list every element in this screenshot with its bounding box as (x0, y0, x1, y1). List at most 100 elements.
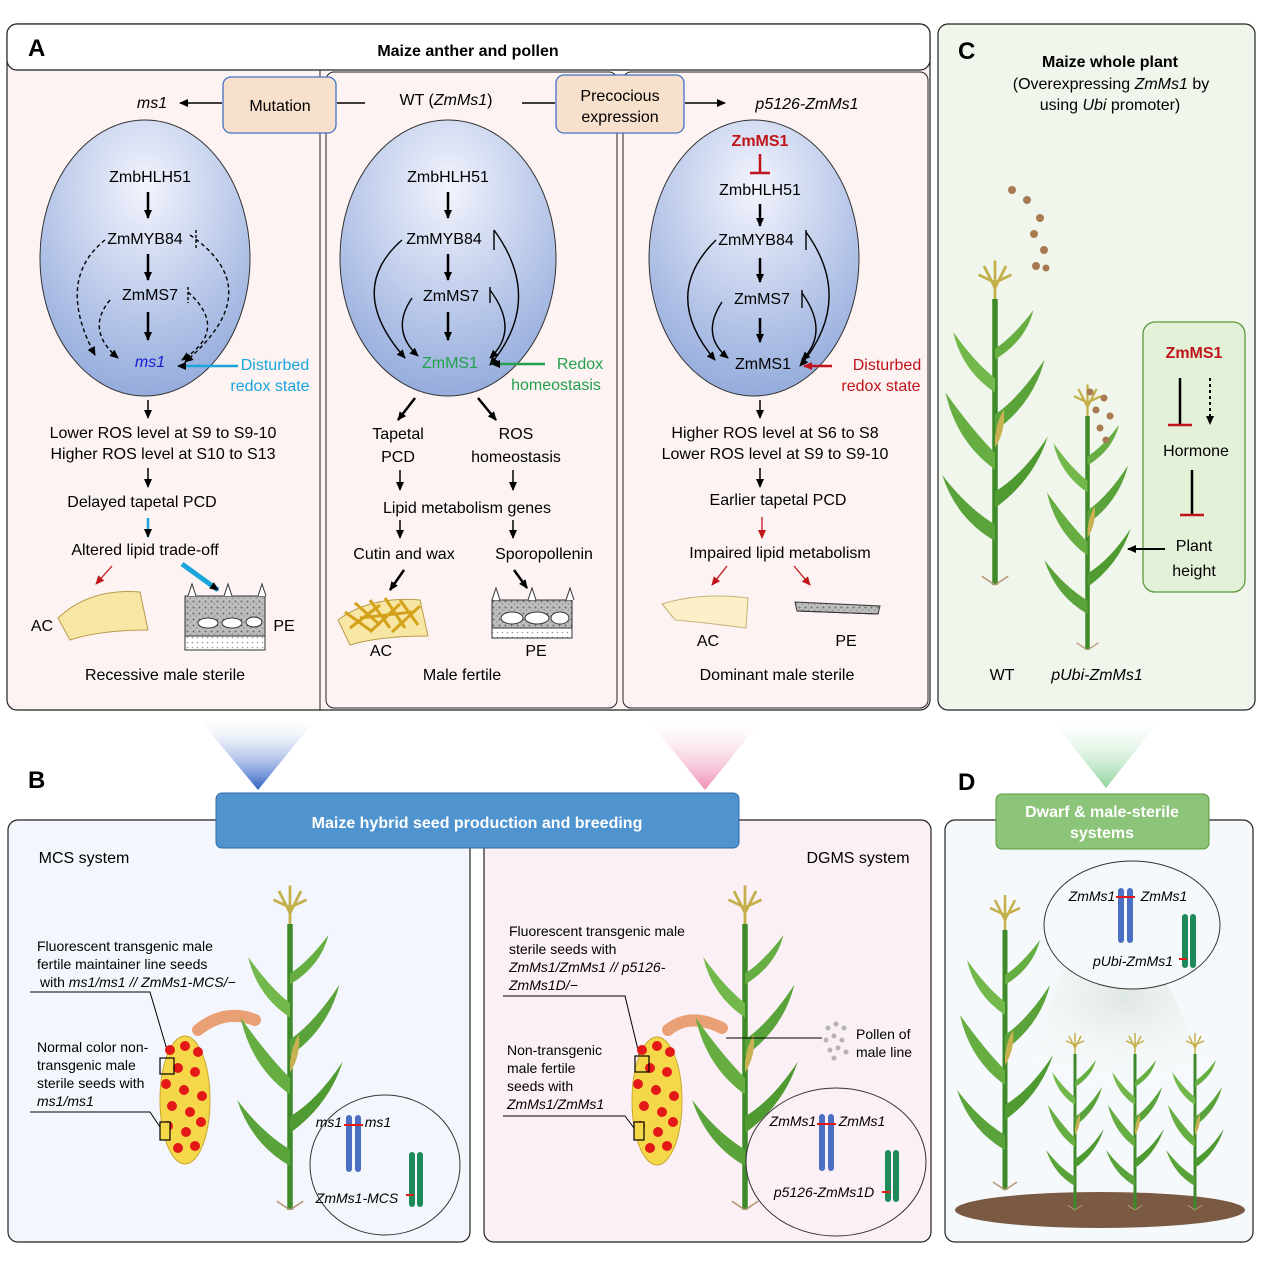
mcs-label2-line3: sterile seeds with (37, 1075, 144, 1091)
middle-ros-2: homeostasis (471, 449, 561, 466)
panel-b-banner (215, 792, 740, 849)
hormone-label: Hormone (1163, 443, 1229, 460)
soil-bed (955, 1192, 1245, 1228)
right-pe-label: PE (835, 633, 856, 650)
left-flow-1: Lower ROS level at S9 to S9-10 (50, 425, 277, 442)
panel-d-banner-line1: Dwarf & male-sterile (1025, 804, 1179, 821)
right-gene-3: ZmMS7 (734, 291, 790, 308)
middle-cutin: Cutin and wax (353, 546, 454, 563)
pollen-label-line2: male line (856, 1044, 912, 1060)
middle-arrow-label-1: Redox (557, 356, 603, 373)
dgms-green-chromosome (882, 1150, 899, 1202)
mcs-blue-chromosome (344, 1115, 363, 1172)
dgms-chrom-bottom: p5126-ZmMs1D (773, 1184, 874, 1200)
plant-height-line2: height (1172, 563, 1216, 580)
left-arrow-label-1: Disturbed (241, 357, 309, 374)
dgms-chrom-left: ZmMs1 (769, 1113, 817, 1129)
hormone-box (1142, 321, 1246, 593)
dgms-chromosome-bubble (745, 1087, 927, 1237)
hormone-box-gene: ZmMS1 (1166, 345, 1223, 362)
dgms-chrom-right: ZmMs1 (838, 1113, 886, 1129)
dgms-label2-line4: ZmMs1/ZmMs1 (506, 1096, 604, 1112)
right-flow-1: Higher ROS level at S6 to S8 (671, 425, 878, 442)
left-ac-layer (57, 591, 149, 641)
pollen-dots (823, 1021, 849, 1061)
panel-d-chrom-left: ZmMs1 (1068, 888, 1116, 904)
panel-c-sub2: using Ubi promoter) (1040, 97, 1181, 114)
dgms-label1-line3: ZmMs1/ZmMs1 // p5126- (508, 959, 666, 975)
funnel-green (1052, 720, 1160, 788)
right-gene-zmms1: ZmMS1 (735, 356, 791, 373)
left-footer: Recessive male sterile (85, 667, 245, 684)
precocious-box (555, 74, 685, 134)
middle-tapetal-2: PCD (381, 449, 415, 466)
panel-c-letter: C (958, 38, 975, 65)
pollen-grains-c (1008, 186, 1114, 444)
dgms-label2-line1: Non-transgenic (507, 1042, 602, 1058)
right-gene-1: ZmbHLH51 (719, 182, 801, 199)
dgms-harvest-arrow (662, 1014, 728, 1036)
dgms-label2-line2: male fertile (507, 1060, 576, 1076)
left-pe-layer (184, 595, 266, 637)
mcs-title: MCS system (39, 850, 130, 867)
precocious-line2: expression (581, 109, 658, 126)
mcs-corn-ear (159, 1035, 211, 1165)
left-gene-ms1: ms1 (135, 354, 165, 371)
middle-lipid: Lipid metabolism genes (383, 500, 551, 517)
right-top-gene: ZmMS1 (732, 133, 789, 150)
right-arrow-label-1: Disturbed (853, 357, 921, 374)
mutation-label: Mutation (249, 98, 310, 115)
panel-d-letter: D (958, 769, 975, 796)
middle-ac-label: AC (370, 643, 392, 660)
panel-b-banner-text: Maize hybrid seed production and breedin… (312, 815, 643, 832)
middle-tapetal-1: Tapetal (372, 426, 424, 443)
left-arrow-label-2: redox state (230, 378, 309, 395)
panel-a-title-bar (6, 23, 931, 71)
dgms-corn-ear (631, 1036, 683, 1166)
right-ac-label: AC (697, 633, 719, 650)
dgms-label1-line2: sterile seeds with (509, 941, 616, 957)
mcs-chrom-right: ms1 (365, 1114, 391, 1130)
panel-d-blue-chromosome (1116, 888, 1135, 943)
dgms-label1-line4: ZmMs1D/− (508, 977, 578, 993)
mcs-label2-line2: transgenic male (37, 1057, 136, 1073)
mcs-chrom-left: ms1 (316, 1114, 342, 1130)
panel-d-chrom-bottom: pUbi-ZmMs1 (1092, 953, 1173, 969)
funnel-pink (648, 720, 762, 790)
right-cell-ellipse (648, 119, 860, 397)
left-flow-3: Delayed tapetal PCD (67, 494, 216, 511)
mcs-label1-line2: fertile maintainer line seeds (37, 956, 207, 972)
mcs-label1-line1: Fluorescent transgenic male (37, 938, 213, 954)
middle-pe-label: PE (525, 643, 546, 660)
panel-a-letter: A (28, 35, 45, 62)
p5126-label: p5126-ZmMs1 (754, 96, 858, 113)
mcs-label2-line4: ms1/ms1 (37, 1093, 94, 1109)
dgms-label1-line1: Fluorescent transgenic male (509, 923, 685, 939)
panel-d-banner-line2: systems (1070, 825, 1134, 842)
right-arrow-label-2: redox state (841, 378, 920, 395)
middle-arrow-label-2: homeostasis (511, 377, 601, 394)
right-footer: Dominant male sterile (700, 667, 855, 684)
mutation-box (222, 76, 337, 134)
panel-c-title: Maize whole plant (1042, 54, 1179, 71)
panel-b-letter: B (28, 767, 45, 794)
middle-gene-zmms1: ZmMS1 (422, 355, 478, 372)
left-cell-ellipse (39, 119, 251, 397)
right-gene-2: ZmMYB84 (718, 232, 794, 249)
left-gene-2: ZmMYB84 (107, 231, 183, 248)
wt-plant-label: WT (990, 667, 1015, 684)
left-flow-2: Higher ROS level at S10 to S13 (50, 446, 275, 463)
middle-sporopollenin: Sporopollenin (495, 546, 593, 563)
middle-gene-3: ZmMS7 (423, 288, 479, 305)
pubi-plant-label: pUbi-ZmMs1 (1050, 667, 1143, 684)
mcs-chrom-bottom: ZmMs1-MCS (315, 1190, 399, 1206)
mcs-green-chromosome (406, 1152, 423, 1207)
middle-ros-1: ROS (499, 426, 534, 443)
panel-d-banner (995, 793, 1210, 850)
dgms-blue-chromosome (817, 1114, 836, 1171)
funnel-blue (200, 720, 315, 790)
right-flow-2: Lower ROS level at S9 to S9-10 (662, 446, 889, 463)
panel-d-green-chromosome (1179, 914, 1196, 968)
panel-a-title: Maize anther and pollen (377, 43, 558, 60)
